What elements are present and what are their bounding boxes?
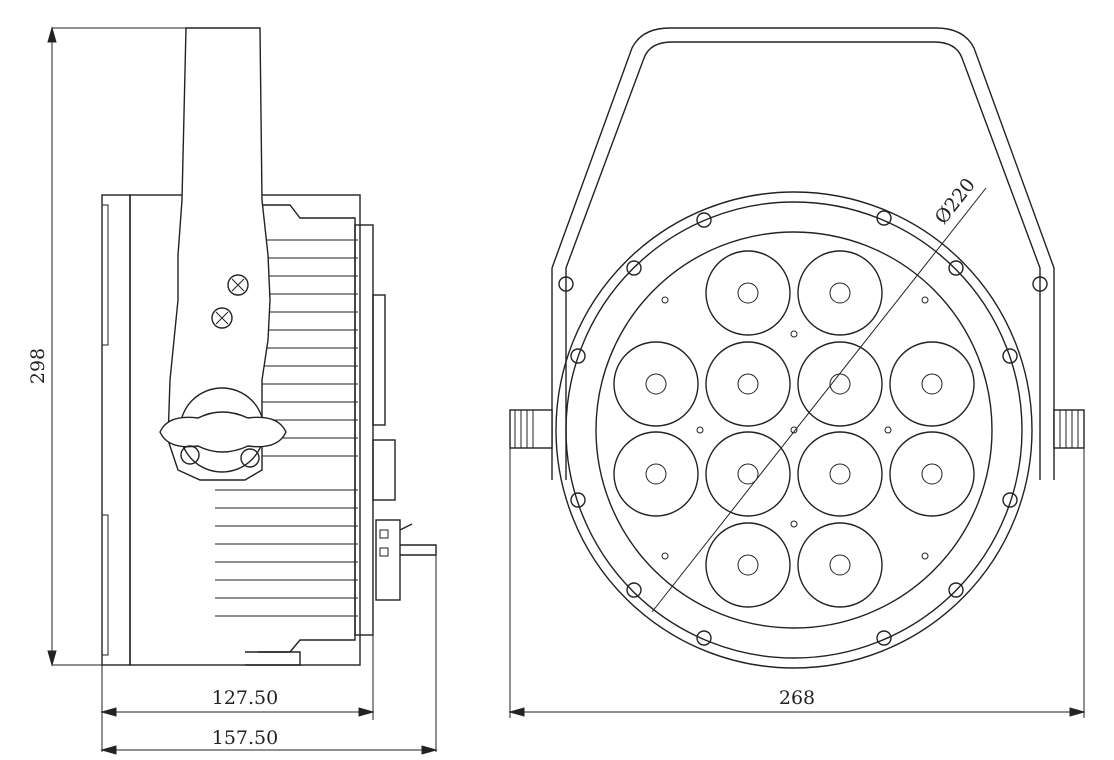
side-view — [101, 27, 437, 666]
side-knob-right — [1053, 409, 1085, 449]
housing-outer-ring — [555, 191, 1033, 669]
yoke-handle — [167, 27, 271, 481]
clamp-knob — [159, 387, 287, 473]
rim-screws — [570, 210, 1018, 646]
lens-plate-ring — [595, 231, 993, 629]
led-array — [613, 250, 975, 608]
depth-total-dimension-label: 157.50 — [212, 727, 278, 749]
side-knob-left — [509, 409, 553, 449]
heat-sink-fins — [215, 239, 358, 617]
screw-icon — [211, 274, 249, 329]
rear-panel — [354, 224, 374, 636]
front-view — [509, 27, 1085, 669]
height-dimension-label: 298 — [27, 348, 49, 384]
diameter-line — [651, 187, 987, 613]
diameter-dimension-label: Ø220 — [931, 174, 980, 228]
rear-connectors — [375, 519, 437, 601]
depth-body-dimension-label: 127.50 — [212, 687, 278, 709]
width-dimension-label: 268 — [779, 687, 815, 709]
mounting-holes — [661, 296, 929, 560]
front-plate — [101, 194, 131, 666]
dimension-lines — [47, 26, 1086, 755]
mounting-bracket — [551, 27, 1055, 269]
